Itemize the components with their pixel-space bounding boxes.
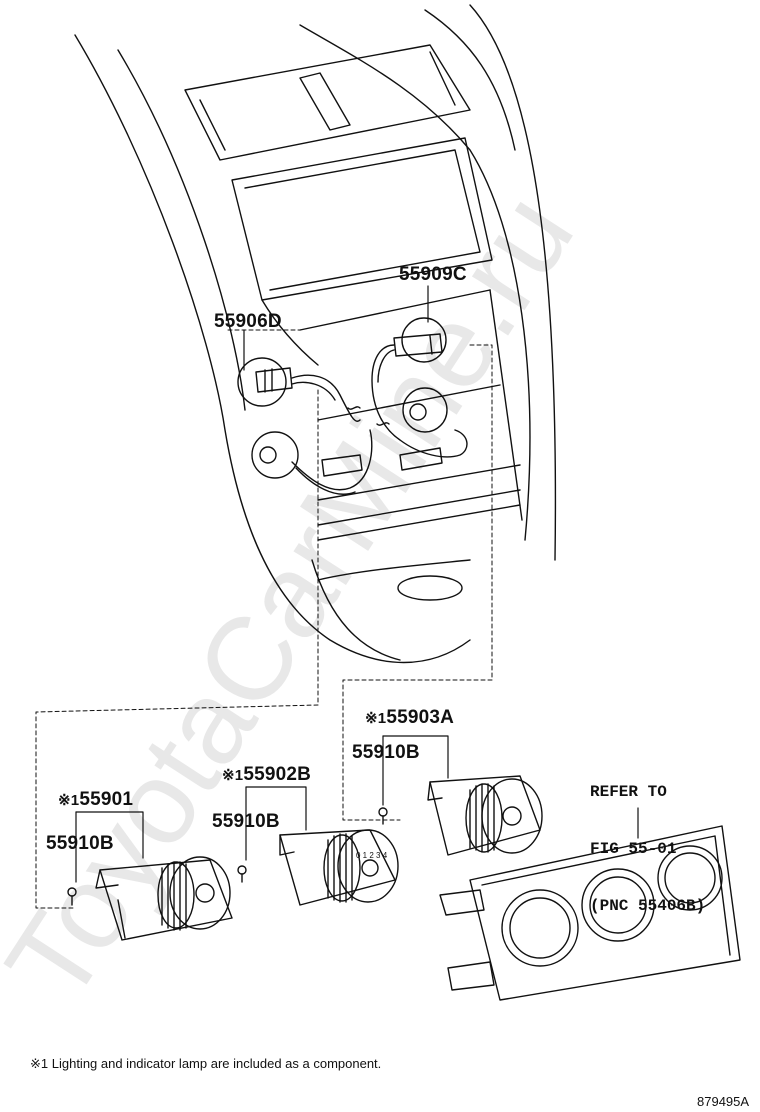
component-marker: ※1 bbox=[222, 767, 244, 784]
bulb-sockets bbox=[237, 317, 468, 495]
label-55901-text: 55901 bbox=[79, 789, 134, 810]
label-55903A-text: 55903A bbox=[386, 707, 455, 728]
leader-lines bbox=[75, 285, 639, 883]
component-marker: ※1 bbox=[365, 710, 387, 727]
control-bezel bbox=[439, 825, 741, 1001]
label-55910B-right: 55910B bbox=[352, 742, 420, 763]
label-55902B: ※155902B bbox=[222, 764, 311, 786]
refer-line-3: (PNC 55406B) bbox=[590, 897, 706, 915]
refer-line-1: REFER TO bbox=[590, 783, 667, 801]
switch-55903A bbox=[378, 775, 543, 856]
label-55903A: ※155903A bbox=[365, 707, 454, 729]
dashboard-panel bbox=[74, 4, 557, 664]
label-55910B-middle: 55910B bbox=[212, 811, 280, 832]
refer-line-2: FIG 55-01 bbox=[590, 840, 677, 858]
switch-55902B: 0 1 2 3 4 bbox=[237, 829, 399, 906]
figure-id: 879495A bbox=[697, 1094, 750, 1109]
svg-text:0 1 2 3 4: 0 1 2 3 4 bbox=[356, 851, 388, 860]
switch-55901 bbox=[67, 856, 233, 941]
component-marker: ※1 bbox=[58, 792, 80, 809]
footnote: ※1 Lighting and indicator lamp are inclu… bbox=[30, 1056, 382, 1071]
refer-to-note: REFER TO FIG 55-01 (PNC 55406B) bbox=[590, 745, 705, 954]
dashed-guides bbox=[35, 329, 493, 909]
label-55906D: 55906D bbox=[214, 311, 282, 332]
label-55902B-text: 55902B bbox=[243, 764, 312, 785]
label-55901: ※155901 bbox=[58, 789, 133, 811]
label-55910B-left: 55910B bbox=[46, 833, 114, 854]
label-55909C: 55909C bbox=[399, 264, 467, 285]
